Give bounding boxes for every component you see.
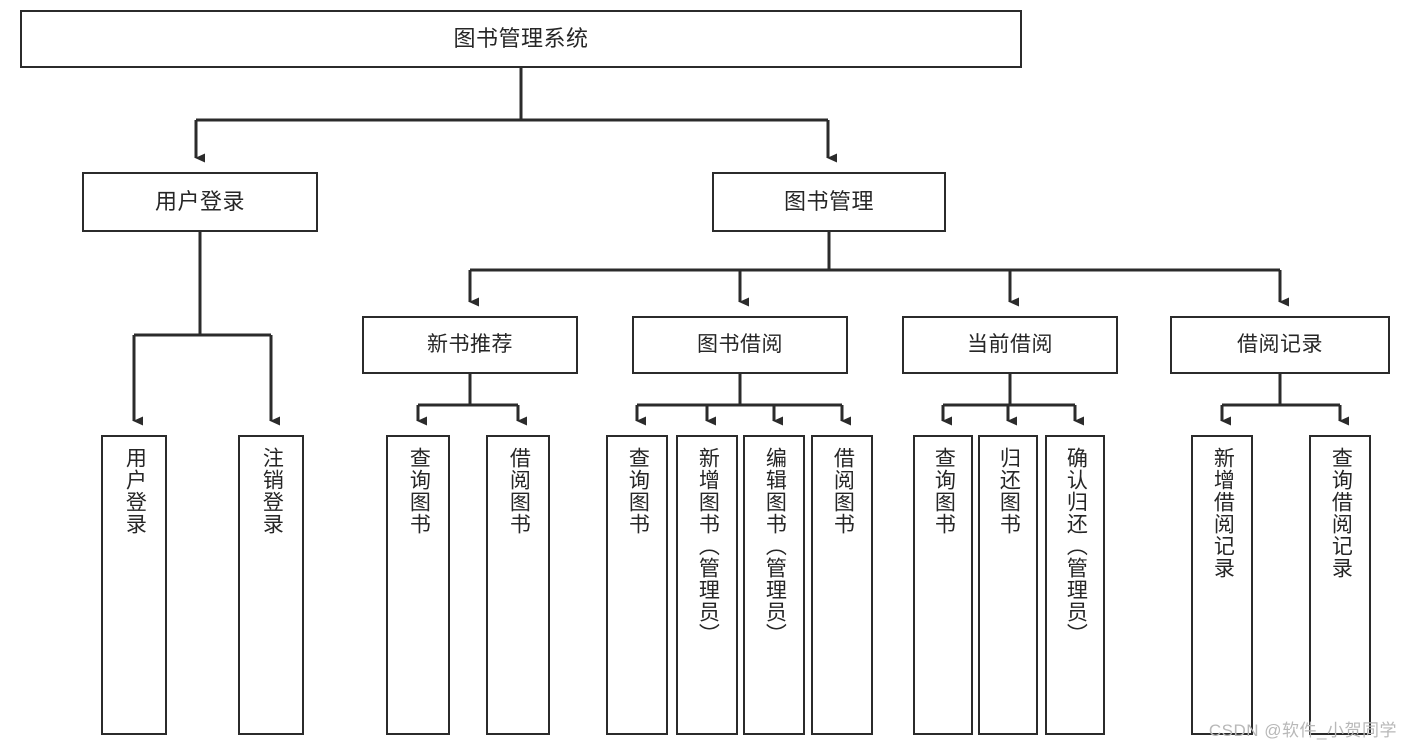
node-borrow-record[interactable]: 借阅记录 — [1170, 316, 1390, 374]
leaf-user-login-label: 用户登录 — [123, 447, 147, 535]
leaf-confirm-return-admin-label: 确认归还（管理员） — [1064, 447, 1088, 645]
node-new-book-recommend[interactable]: 新书推荐 — [362, 316, 578, 374]
leaf-return-book-label: 归还图书 — [997, 447, 1021, 535]
leaf-return-book[interactable]: 归还图书 — [978, 435, 1038, 735]
node-book-management-label: 图书管理 — [783, 189, 874, 215]
leaf-query-book-nb[interactable]: 查询图书 — [386, 435, 450, 735]
node-borrow-record-label: 借阅记录 — [1237, 332, 1323, 356]
leaf-logout[interactable]: 注销登录 — [238, 435, 304, 735]
node-new-book-recommend-label: 新书推荐 — [427, 332, 513, 356]
node-current-borrow[interactable]: 当前借阅 — [902, 316, 1118, 374]
leaf-borrow-book-nb[interactable]: 借阅图书 — [486, 435, 550, 735]
leaf-user-login[interactable]: 用户登录 — [101, 435, 167, 735]
leaf-borrow-book-nb-label: 借阅图书 — [507, 447, 531, 535]
leaf-add-book-admin[interactable]: 新增图书（管理员） — [676, 435, 738, 735]
leaf-add-borrow-record[interactable]: 新增借阅记录 — [1191, 435, 1253, 735]
leaf-add-book-admin-label: 新增图书（管理员） — [696, 447, 720, 645]
leaf-add-borrow-record-label: 新增借阅记录 — [1211, 447, 1235, 579]
node-book-borrow[interactable]: 图书借阅 — [632, 316, 848, 374]
node-book-borrow-label: 图书借阅 — [697, 332, 783, 356]
node-user-login-label: 用户登录 — [154, 189, 245, 215]
leaf-query-book-bb-label: 查询图书 — [626, 447, 650, 535]
leaf-confirm-return-admin[interactable]: 确认归还（管理员） — [1045, 435, 1105, 735]
node-book-management[interactable]: 图书管理 — [712, 172, 946, 232]
leaf-edit-book-admin-label: 编辑图书（管理员） — [763, 447, 787, 645]
node-user-login[interactable]: 用户登录 — [82, 172, 318, 232]
leaf-query-book-cb-label: 查询图书 — [932, 447, 956, 535]
leaf-query-borrow-record[interactable]: 查询借阅记录 — [1309, 435, 1371, 735]
leaf-query-book-cb[interactable]: 查询图书 — [913, 435, 973, 735]
leaf-query-borrow-record-label: 查询借阅记录 — [1329, 447, 1353, 579]
leaf-borrow-book-bb-label: 借阅图书 — [831, 447, 855, 535]
node-current-borrow-label: 当前借阅 — [967, 332, 1053, 356]
node-root-label: 图书管理系统 — [453, 26, 589, 52]
leaf-query-book-nb-label: 查询图书 — [407, 447, 431, 535]
leaf-logout-label: 注销登录 — [260, 447, 284, 535]
leaf-borrow-book-bb[interactable]: 借阅图书 — [811, 435, 873, 735]
node-root[interactable]: 图书管理系统 — [20, 10, 1022, 68]
leaf-edit-book-admin[interactable]: 编辑图书（管理员） — [743, 435, 805, 735]
watermark: CSDN @软件_小贺同学 — [1208, 721, 1397, 740]
leaf-query-book-bb[interactable]: 查询图书 — [606, 435, 668, 735]
